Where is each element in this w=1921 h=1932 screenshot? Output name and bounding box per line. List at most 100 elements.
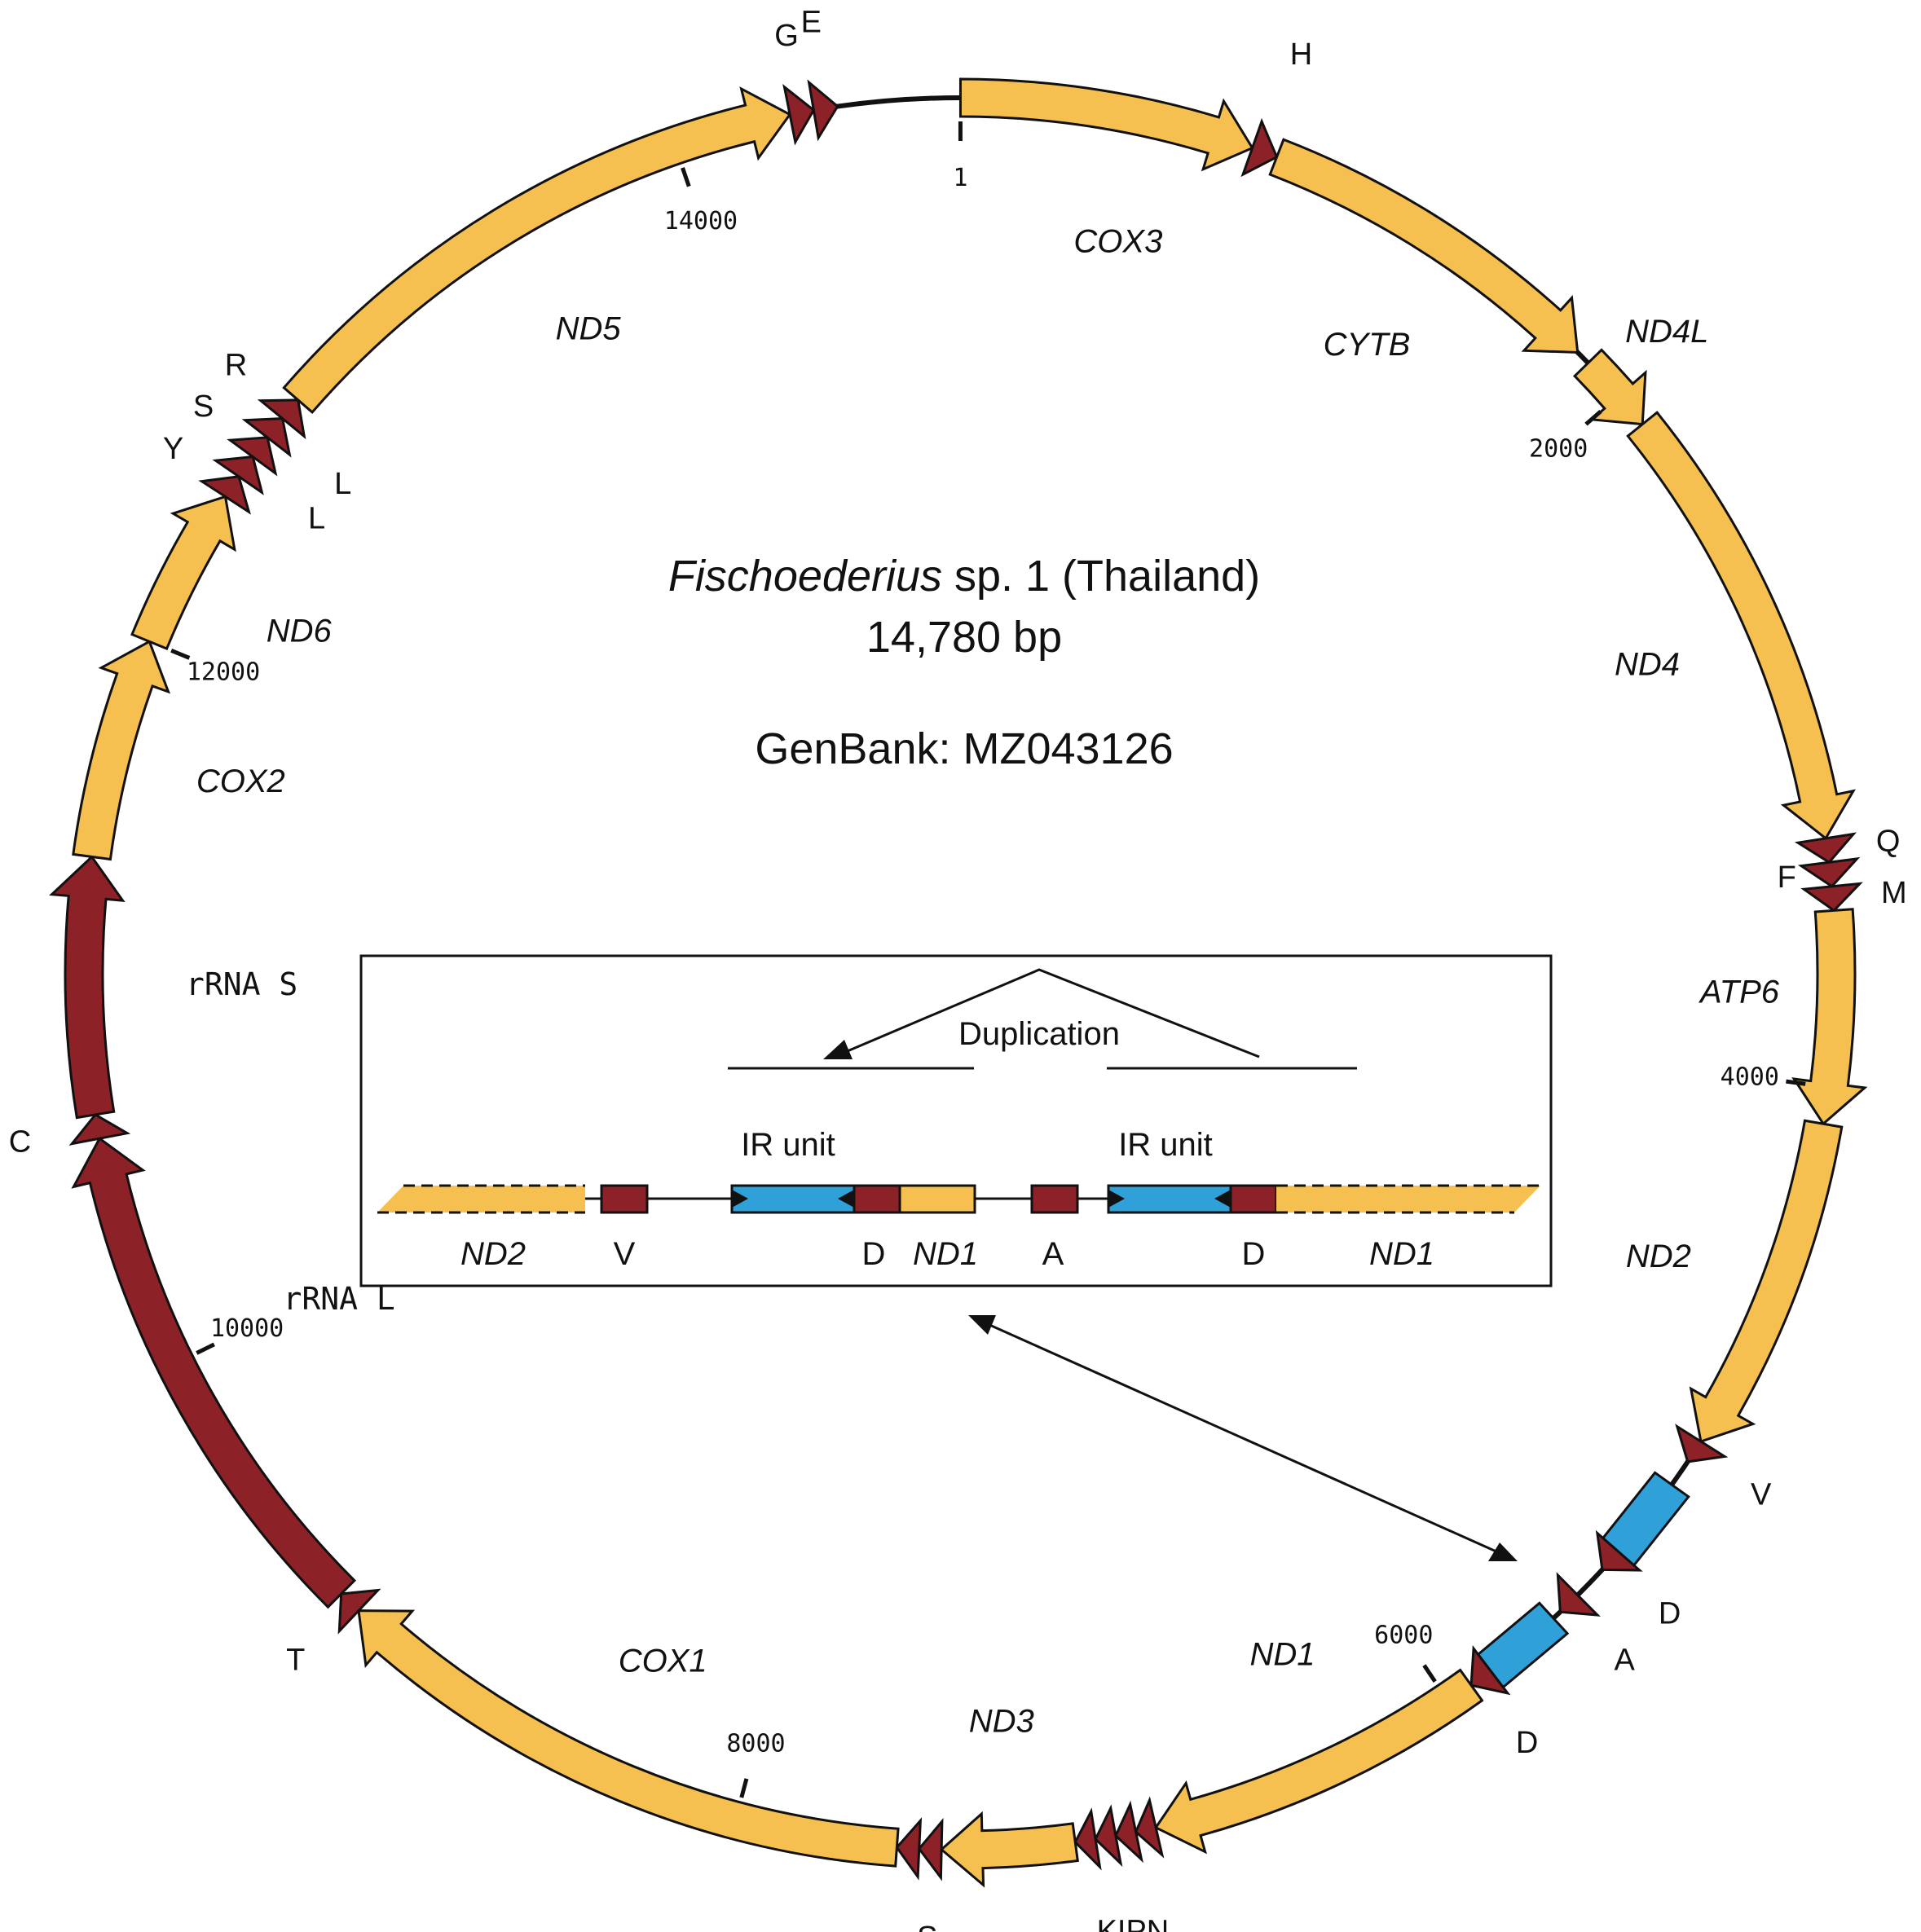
label-m-7: M [1881,876,1907,910]
ir-unit-label-1: IR unit [741,1127,835,1163]
tick-mark-6000 [1422,1664,1437,1683]
tick-label-1: 1 [953,164,967,192]
protein-nd5-36 [282,86,792,415]
inset-label-nd1: ND1 [913,1236,978,1272]
link-arrowhead-top [968,1315,996,1335]
trna-s-22 [917,1818,944,1881]
rrna-rrna-s-28 [49,855,126,1120]
label-nd1-14: ND1 [1250,1637,1315,1673]
trna-n-17 [1134,1796,1165,1859]
label-nd5-31: ND5 [556,310,622,346]
tick-label-12000: 12000 [187,658,260,686]
inset-nd2-partial [377,1186,585,1212]
label-atp6-8: ATP6 [1698,974,1780,1010]
genome-length: 14,780 bp [866,613,1062,662]
inset-label-nd2: ND2 [460,1236,526,1272]
inset-ir-arrow-right-2 [1108,1190,1125,1208]
inset-label-v: V [614,1236,636,1272]
trna-c-27 [68,1112,131,1146]
rrna-rrna-l-26 [71,1136,357,1609]
tick-label-4000: 4000 [1721,1063,1779,1091]
label-a-12: A [1615,1644,1636,1678]
trna-d-12 [1595,1529,1643,1572]
trna-y-31 [198,475,251,515]
tick-label-10000: 10000 [210,1314,284,1343]
ir-unit-label-2: IR unit [1118,1127,1213,1163]
species-title: Fischoederius sp. 1 (Thailand) [668,552,1260,601]
label-q-5: Q [1876,825,1901,859]
trna-r-35 [257,398,306,440]
label-l-27: L [308,502,325,536]
trna-s-33 [227,436,278,477]
inset-panel: Duplication IR unit IR unit ND2 V D ND1 … [359,954,1553,1287]
label-d-13: D [1516,1726,1538,1760]
label-nd2-9: ND2 [1626,1239,1691,1274]
protein-cox2-29 [72,640,171,861]
inset-frame [359,954,1553,1287]
trna-l-34 [241,417,292,458]
inset-trna-d-2 [1229,1184,1278,1214]
label-c-22: C [9,1125,31,1160]
tick-mark-8000 [739,1778,749,1798]
label-h-1: H [1290,37,1312,72]
tick-label-6000: 6000 [1374,1621,1433,1649]
protein-nd4-4 [1626,411,1856,841]
species-rest: sp. 1 (Thailand) [942,552,1260,601]
protein-nd2-9 [1689,1119,1844,1443]
protein-nd4l-3 [1572,348,1647,426]
inset-label-nd1-partial: ND1 [1369,1236,1434,1272]
protein-nd3-21 [939,1811,1079,1888]
label-kipn-15: KIPN [1097,1914,1170,1932]
label-cox3-0: COX3 [1073,224,1162,260]
duplication-arrow [843,968,1260,1058]
label-v-10: V [1751,1477,1772,1512]
tick-label-14000: 14000 [664,207,738,235]
inset-nd1-partial [1276,1186,1540,1212]
label-rrna-s-23: rRNA S [186,966,297,1002]
label-w-18: W [888,1928,917,1932]
trna-k-20 [1073,1807,1102,1871]
trna-v-10 [1675,1424,1729,1463]
tick-mark-10000 [196,1342,215,1355]
inset-label-a: A [1042,1236,1064,1272]
inset-nd1 [898,1184,976,1214]
label-s-28: S [193,389,214,424]
trna-m-7 [1800,882,1863,913]
label-r-30: R [225,349,247,383]
label-s-17: S [917,1921,937,1932]
inset-ir-repeat-2 [1107,1184,1232,1214]
tick-mark-14000 [681,167,691,187]
feature-track [49,77,1868,1888]
inset-ir-repeat-1 [730,1184,856,1214]
protein-cox3-0 [958,77,1254,172]
protein-nd1-16 [1153,1668,1484,1855]
label-cox2-24: COX2 [196,764,285,799]
label-l-29: L [334,467,351,501]
inset-label-d-1: D [862,1236,886,1272]
trna-a-13 [1556,1572,1601,1617]
tick-mark-12000 [170,648,191,660]
trna-h-1 [1240,117,1279,178]
trna-g-37 [782,83,816,146]
protein-atp6-8 [1791,908,1868,1126]
trna-w-23 [895,1817,923,1881]
trna-p-18 [1114,1800,1143,1864]
label-e-33: E [801,6,822,40]
label-nd3-16: ND3 [969,1704,1034,1740]
trna-f-6 [1797,856,1861,888]
inset-ir-arrow-left-2 [1214,1190,1231,1208]
label-nd4l-3: ND4L [1625,314,1708,350]
inset-ir-arrow-right-1 [732,1190,748,1208]
genbank-accession: GenBank: MZ043126 [755,724,1173,773]
duplication-arrowhead [823,1040,853,1059]
inset-label-d-2: D [1242,1236,1266,1272]
label-cox1-19: COX1 [619,1644,707,1679]
trna-l-32 [212,455,264,495]
trna-i-19 [1094,1804,1123,1868]
tick-mark-4000 [1786,1079,1806,1086]
trna-d-15 [1469,1644,1511,1696]
link-arrow [968,1315,1518,1561]
tick-label-8000: 8000 [726,1729,785,1758]
